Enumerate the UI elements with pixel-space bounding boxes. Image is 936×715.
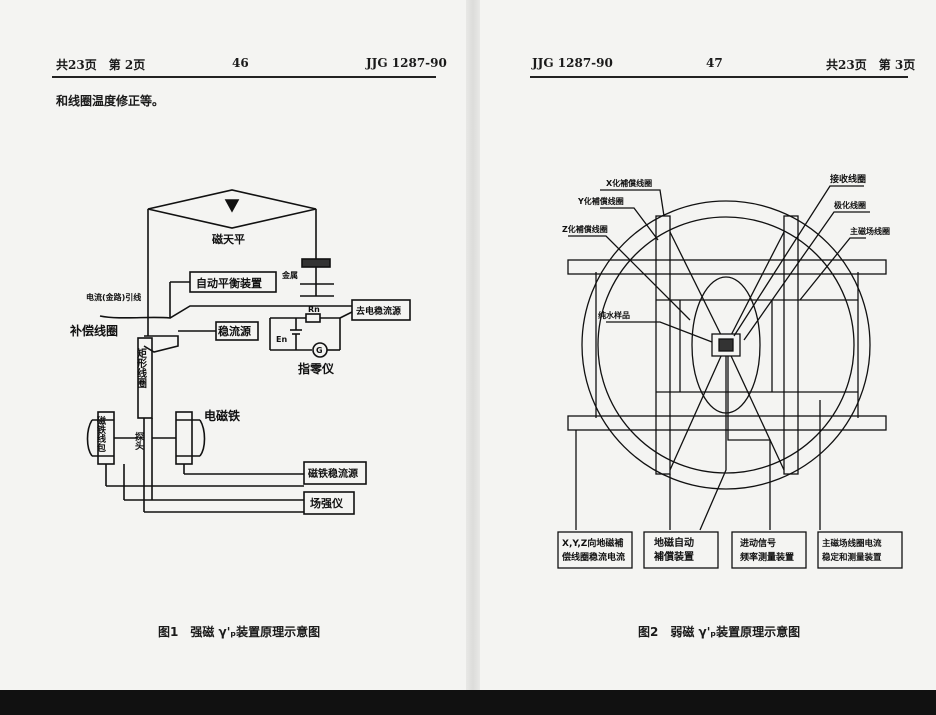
magnet-source-box [303, 461, 367, 485]
box2-line2: 補償装置 [653, 550, 694, 563]
box-auto-compensation [643, 531, 719, 569]
balance-label: 磁天平 [212, 232, 245, 246]
magnet-coil-label: 磁铁线包 [95, 415, 107, 453]
polarize-coil-label: 极化线圈 [834, 200, 866, 210]
magnet-source-label: 磁铁稳流源 [308, 467, 358, 480]
right-header-standard: JJG 1287-90 [532, 56, 613, 70]
main-coil-label: 主磁场线圈 [850, 226, 890, 236]
field-meter-label: 场强仪 [310, 496, 344, 510]
box3-line1: 进动信号 [740, 537, 776, 549]
box3-line2: 频率测量装置 [740, 551, 794, 563]
box4-line1: 主磁场线圈电流 [822, 538, 882, 549]
receive-coil-label: 接收线圈 [830, 173, 866, 185]
left-page [0, 0, 470, 690]
stabilized-source-label: 稳流源 [218, 324, 251, 338]
to-source-label: 去电稳流源 [356, 305, 401, 317]
right-page [476, 0, 936, 690]
right-header-pages: 共23页 第 3页 [826, 58, 916, 72]
y-coil-label: Y化補償线圈 [577, 196, 624, 206]
rect-coil [137, 337, 153, 419]
rect-coil-label: 矩形线圈 [135, 347, 147, 389]
z-coil-top-bar [567, 259, 887, 275]
galvanometer-symbol: G [316, 346, 323, 355]
left-body-text: 和线圈温度修正等。 [56, 94, 165, 108]
left-header-pages: 共23页 第 2页 [56, 58, 146, 72]
probe-label: 探头 [133, 431, 144, 451]
current-lead-label: 电流(金路)引线 [86, 292, 141, 302]
right-page-number: 47 [706, 56, 723, 70]
figure-1-caption: 图1 强磁 γ'ₚ装置原理示意图 [158, 625, 321, 639]
electromagnet-label: 电磁铁 [204, 408, 240, 423]
book-gutter [466, 0, 480, 690]
main-field-inner-ring [597, 216, 855, 474]
field-meter-box [303, 491, 355, 515]
box-xyz-compensation [557, 531, 633, 569]
scan-bottom-border [0, 690, 936, 715]
y-coil-right-post [783, 215, 799, 475]
weight-label: 金属 [281, 270, 298, 280]
box1-line2: 偿线圈稳流电流 [561, 551, 625, 563]
balance-pivot-icon [224, 199, 240, 213]
pure-water-label: 纯水样品 [598, 310, 630, 320]
to-source-box [351, 299, 411, 321]
box-precession-frequency [731, 531, 807, 569]
z-coil-label: Z化補償线圈 [562, 224, 608, 234]
compensation-coil-label: 补偿线圈 [69, 323, 118, 338]
left-header-standard: JJG 1287-90 [366, 56, 447, 70]
y-coil-left-post [655, 215, 671, 475]
auto-balance-label: 自动平衡装置 [196, 276, 262, 290]
indicator-label: 指零仪 [298, 361, 335, 376]
left-page-number: 46 [232, 56, 249, 70]
box-main-field-current [817, 531, 903, 569]
x-coil-label: X化補償线圈 [606, 178, 652, 188]
box2-line1: 地磁自动 [654, 536, 694, 549]
box1-line1: X,Y,Z向地磁補 [562, 537, 623, 549]
box4-line2: 稳定和测量装置 [822, 552, 882, 563]
figure-2-caption: 图2 弱磁 γ'ₚ装置原理示意图 [638, 625, 801, 639]
main-field-outer-ring [581, 200, 871, 490]
left-header-rule [52, 76, 436, 78]
right-header-rule [530, 76, 908, 78]
rn-label: Rn [308, 305, 320, 314]
z-coil-bottom-bar [567, 415, 887, 431]
en-label: En [276, 335, 287, 344]
